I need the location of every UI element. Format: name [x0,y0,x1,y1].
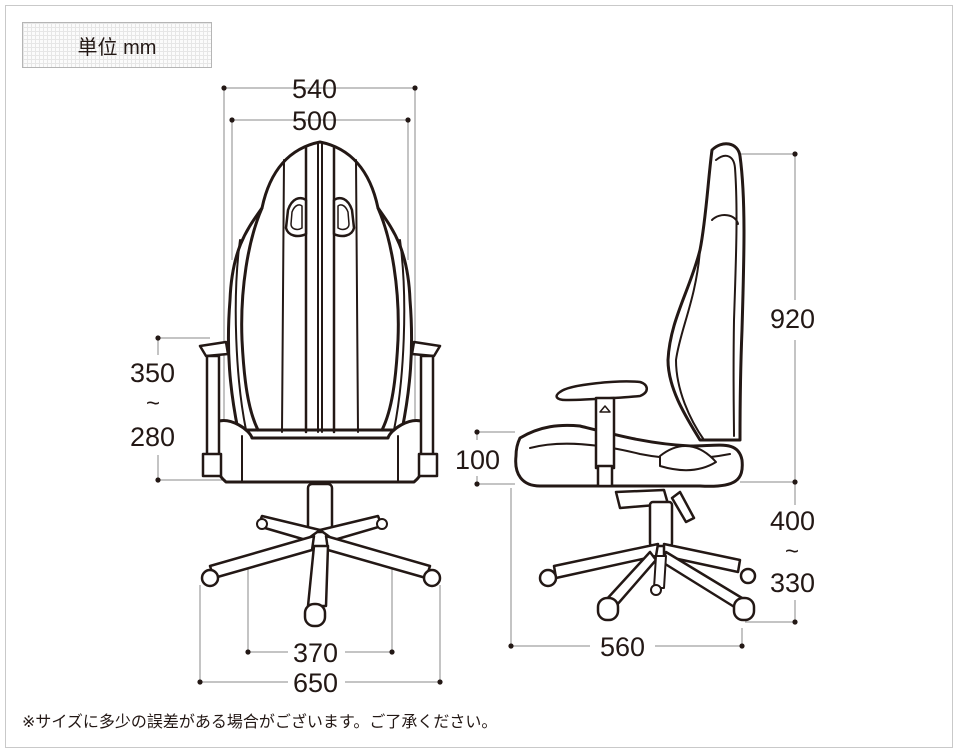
side-dimension-lines [476,153,796,647]
side-seat-range-mark: ~ [785,538,800,565]
side-chair-drawing [514,142,757,622]
footnote: ※サイズに多少の誤差がある場合がございます。ご了承ください。 [22,714,498,731]
front-armrest-min-label: 280 [130,422,176,452]
front-dimension-dots [155,85,443,685]
front-width-inner-label: 500 [292,106,338,136]
side-back-height-label: 920 [770,304,816,334]
side-seat-thickness-label: 100 [455,445,501,475]
side-seat-height-min-label: 330 [770,568,816,598]
front-base-inner-label: 370 [293,638,339,668]
front-armrest-max-label: 350 [130,358,176,388]
front-armrest-range-mark: ~ [146,390,161,417]
unit-label: 単位 mm [22,22,212,68]
side-seat-height-max-label: 400 [770,506,816,536]
front-dimension-lines [157,87,441,683]
page-frame [5,5,953,748]
front-width-outer-label: 540 [292,74,338,104]
front-base-outer-label: 650 [293,668,339,698]
side-dimension-dots [474,151,798,649]
front-chair-drawing [198,140,442,628]
side-depth-label: 560 [600,632,646,662]
